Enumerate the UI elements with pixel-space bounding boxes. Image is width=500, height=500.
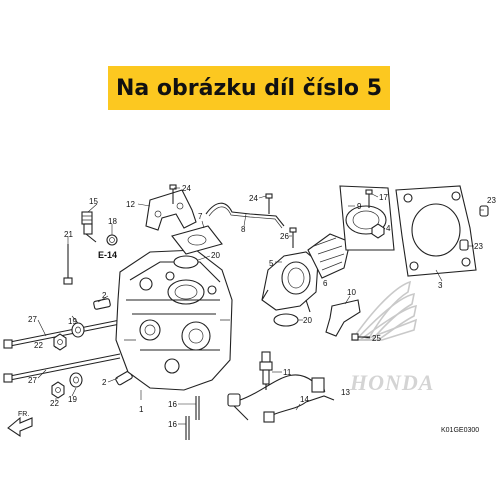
part-20-oring-lower [273,313,299,327]
part-19-washer-lower [69,372,83,388]
part-21-bolt [63,244,73,285]
callout-13: 13 [341,388,350,397]
part-22-nut-lower [51,381,65,399]
callout-2-upper: 2 [102,291,107,300]
part-7-gasket [171,225,223,255]
callout-18: 18 [108,217,117,226]
callout-19-upper: 19 [68,317,77,326]
part-13-sensor-harness [227,374,325,421]
callout-20-lower: 20 [303,316,312,325]
part-8-pipe [205,202,285,227]
callout-9: 9 [357,202,362,211]
part-2-dowel-upper [93,298,111,310]
callout-16-upper: 16 [168,400,177,409]
part-10-bracket [325,299,361,337]
leader-lines [37,187,484,425]
callout-6: 6 [323,279,328,288]
callout-12: 12 [126,200,135,209]
callout-labels: 1 2 2 3 4 5 6 7 8 9 10 11 12 13 14 15 16… [18,184,496,434]
callout-22-upper: 22 [34,341,43,350]
part-27-stud-upper [3,319,121,349]
part-4-nut [371,223,385,239]
callout-27-lower: 27 [28,376,37,385]
part-18-oring [106,234,118,246]
callout-16-lower: 16 [168,420,177,429]
part-23-dowel-lower [459,239,469,251]
callout-25: 25 [372,334,381,343]
callout-11: 11 [283,368,292,377]
callout-24-mid: 24 [249,194,258,203]
part-17-bolt [365,189,373,208]
callout-10: 10 [347,288,356,297]
part-20-oring-upper [173,255,199,269]
part-24-bolt-mid [265,193,273,214]
watermark-brand: HONDA [349,370,434,395]
callout-4: 4 [386,224,391,233]
callout-8: 8 [241,225,246,234]
callout-20-upper: 20 [211,251,220,260]
callout-1: 1 [139,405,144,414]
part-banner: Na obrázku díl číslo 5 [108,66,390,110]
banner-text: Na obrázku díl číslo 5 [115,75,383,101]
callout-3: 3 [438,281,443,290]
callout-23-upper: 23 [487,196,496,205]
honda-wing-logo: HONDA [349,280,434,395]
part-3-gasket [395,185,477,277]
part-26-bolt [289,227,297,248]
part-15-sensor [81,211,97,243]
part-1-cylinder-head [115,249,233,391]
callout-26: 26 [280,232,289,241]
callout-15: 15 [89,197,98,206]
callout-2-lower: 2 [102,378,107,387]
callout-7: 7 [198,212,203,221]
section-reference: E-14 [98,250,117,260]
direction-arrow [7,416,33,438]
part-14-wire [263,395,335,423]
callout-14: 14 [300,395,309,404]
callout-22-lower: 22 [50,399,59,408]
part-24-bolt-top [169,184,177,204]
callout-5: 5 [269,259,274,268]
part-12-bracket [145,189,197,231]
part-22-nut-upper [53,333,67,351]
part-6-joint [307,233,351,279]
drawing-code: K01GE0300 [441,427,479,434]
callout-21: 21 [64,230,73,239]
callout-23-lower: 23 [474,242,483,251]
part-16-stud-lower [185,416,190,440]
callout-17: 17 [379,193,388,202]
callout-27-upper: 27 [28,315,37,324]
part-23-dowel-upper [479,205,489,217]
callout-19-lower: 19 [68,395,77,404]
direction-label: FR. [18,411,29,418]
callout-24-upper: 24 [182,184,191,193]
part-5-insulator [261,251,319,313]
part-16-stud-upper [195,396,200,420]
part-27-stud-lower [3,353,121,383]
